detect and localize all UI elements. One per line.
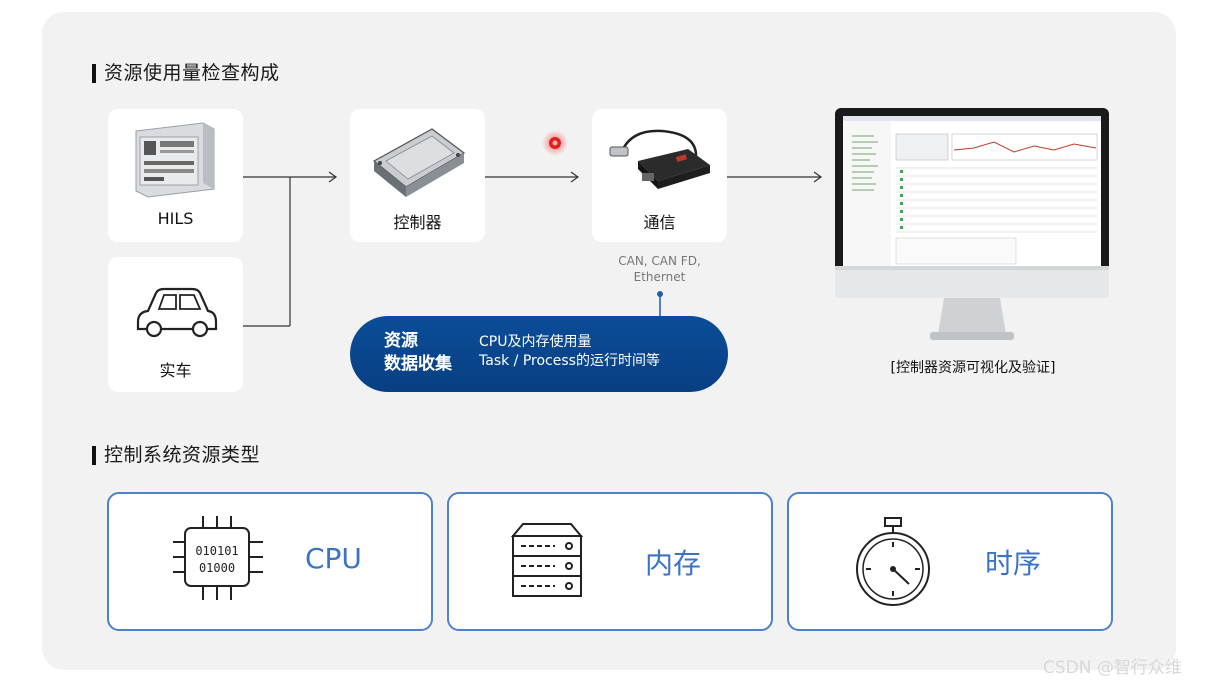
hils-rack-icon: [135, 122, 215, 198]
controller-label: 控制器: [393, 213, 442, 232]
stopwatch-icon: [856, 517, 930, 606]
collection-desc-line-1: CPU及内存使用量: [479, 334, 592, 350]
cpu-label: CPU: [305, 542, 362, 575]
car-icon: [136, 287, 218, 338]
section-title-config: 资源使用量检查构成: [92, 61, 280, 85]
car-label: 实车: [159, 361, 192, 380]
cpu-chip-text-1: 010101: [195, 544, 238, 558]
ecu-icon: [372, 128, 466, 197]
server-storage-icon: [510, 523, 584, 597]
hils-card: HILS: [108, 109, 243, 242]
comm-protocols-note: CAN, CAN FD, Ethernet: [592, 253, 727, 285]
collection-title-line-2: 数据收集: [384, 354, 452, 374]
car-card: 实车: [108, 257, 243, 392]
monitor-caption: [控制器资源可视化及验证]: [890, 360, 1056, 376]
timing-resource-card: 时序: [787, 492, 1113, 631]
memory-resource-card: 内存: [447, 492, 773, 631]
can-interface-icon: [609, 129, 710, 189]
collection-desc-line-2: Task / Process的运行时间等: [479, 353, 660, 369]
cpu-chip-text-2: 01000: [199, 561, 235, 575]
comm-card: 通信: [592, 109, 727, 242]
collection-title: 资源 数据收集: [384, 330, 452, 376]
comm-label: 通信: [643, 213, 676, 232]
watermark: CSDN @智行众维: [1043, 658, 1182, 678]
collection-desc: CPU及内存使用量 Task / Process的运行时间等: [479, 333, 660, 371]
cpu-chip-icon: 010101 01000: [173, 516, 263, 600]
monitor-illustration: [835, 108, 1109, 340]
hils-label: HILS: [157, 209, 194, 228]
cpu-resource-card: 010101 01000 CPU: [107, 492, 433, 631]
section-title-resource-types: 控制系统资源类型: [92, 443, 260, 467]
controller-card: 控制器: [350, 109, 485, 242]
memory-label: 内存: [645, 547, 702, 580]
protocols-line-2: Ethernet: [633, 270, 686, 284]
collection-title-line-1: 资源: [384, 331, 418, 351]
protocols-line-1: CAN, CAN FD,: [618, 254, 701, 268]
timing-label: 时序: [985, 547, 1042, 580]
data-collection-pill: 资源 数据收集 CPU及内存使用量 Task / Process的运行时间等: [350, 316, 728, 392]
